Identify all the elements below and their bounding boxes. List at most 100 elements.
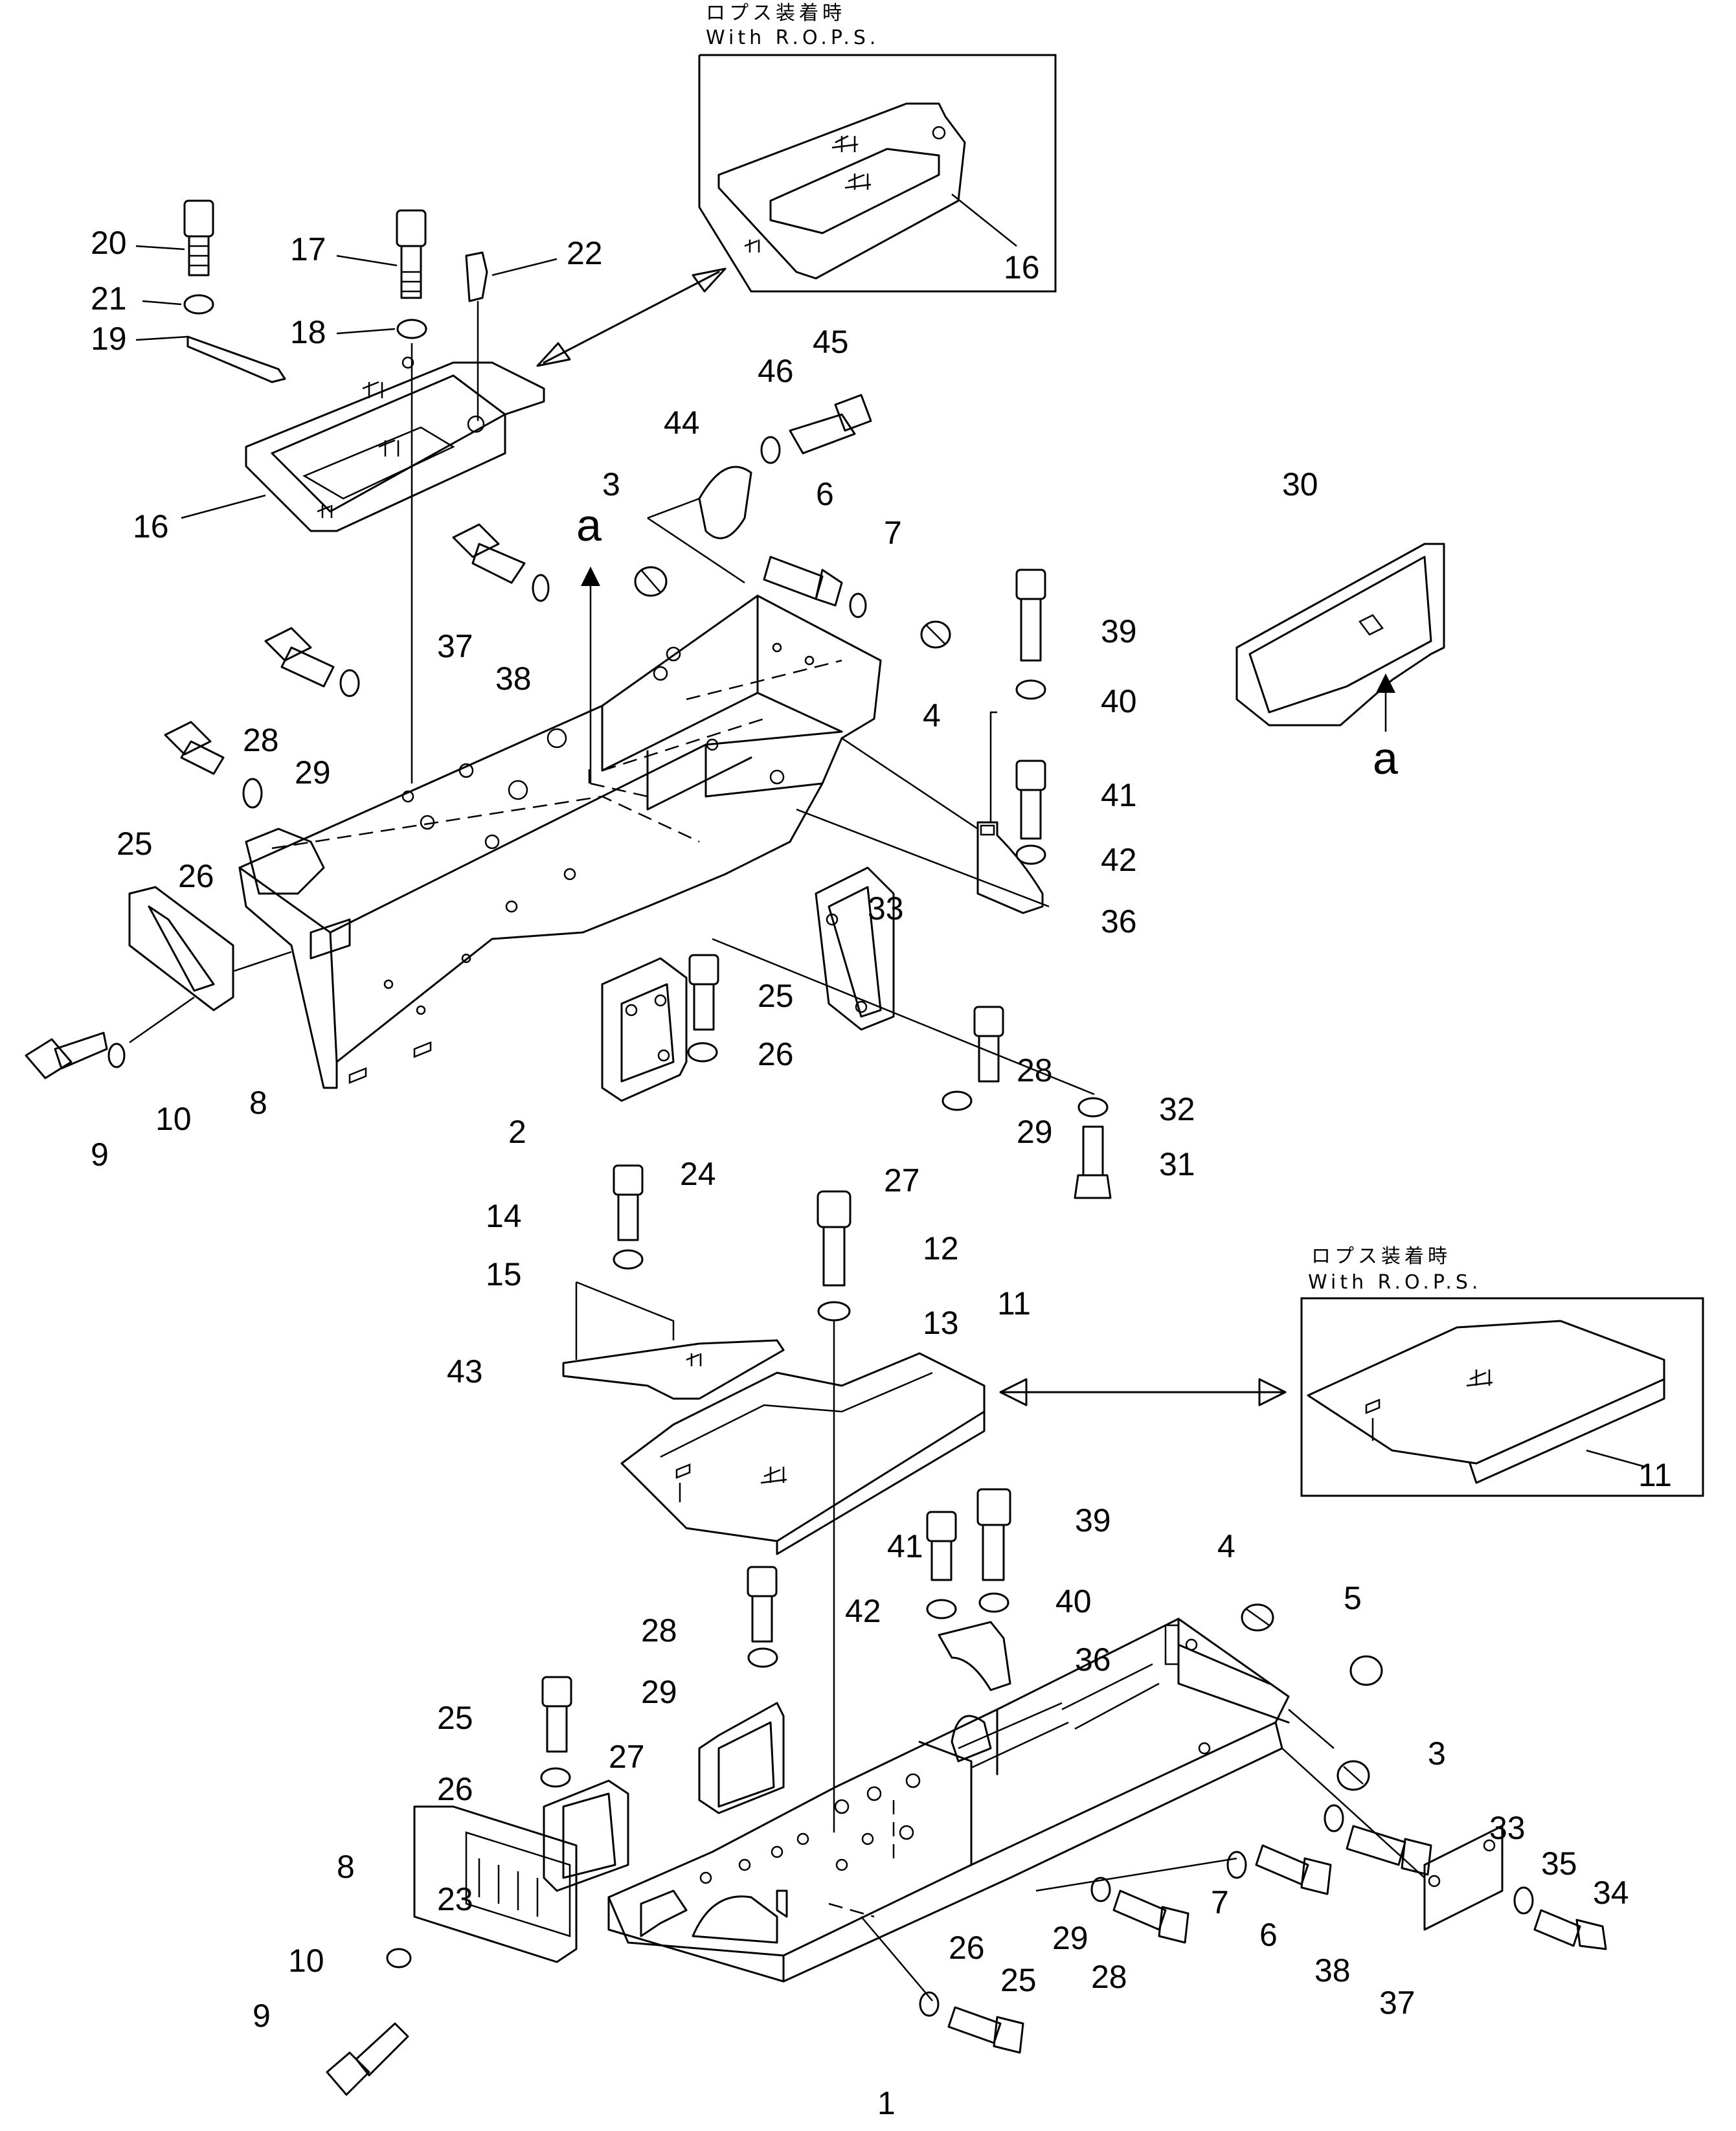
callout-28-top: 28 — [243, 722, 279, 758]
callout-11: 11 — [997, 1285, 1031, 1322]
callout-29-top: 29 — [295, 754, 331, 791]
washer-40-upper — [1015, 679, 1046, 700]
rops-inset-top: ロプス装着時 With R.O.P.S. 16 — [698, 2, 1057, 293]
view-arrow-a-left — [581, 567, 648, 798]
bracket-8-upper — [128, 886, 292, 1011]
callout-18: 18 — [290, 314, 326, 350]
plug-5-lower — [1349, 1655, 1383, 1686]
inset-top-caption-jp: ロプス装着時 — [706, 2, 846, 25]
bracket-36-lower — [938, 1621, 1011, 1691]
bracket-36-upper — [976, 821, 1044, 914]
callout-20: 20 — [91, 225, 127, 261]
washer-15 — [613, 1249, 644, 1270]
callout-28-mid: 28 — [1017, 1052, 1053, 1088]
bolt-34 — [1533, 1909, 1607, 1950]
plate-19 — [186, 335, 286, 383]
bolt-14 — [613, 1164, 644, 1241]
cover-30 — [1235, 543, 1445, 727]
callout-6-lower: 6 — [1259, 1917, 1278, 1953]
callout-10-lower: 10 — [288, 1943, 324, 1979]
washer-7-top — [849, 592, 867, 618]
bolt-17 — [396, 209, 427, 299]
callout-39-lower: 39 — [1075, 1502, 1111, 1539]
clamp-44 — [647, 466, 752, 584]
bolt-9-lower — [326, 2022, 409, 2096]
bolt-28-mid — [973, 1006, 1004, 1083]
callout-7-lower: 7 — [1211, 1884, 1229, 1921]
assembly-line-31 — [712, 938, 1095, 1096]
washer-46 — [760, 436, 781, 464]
bolt-28-lower-left — [747, 1566, 778, 1643]
plug-3-top — [634, 566, 668, 597]
bracket-23 — [543, 1779, 629, 1892]
washer-29-lower-right — [1090, 1877, 1111, 1902]
bolt-6-lower — [1255, 1844, 1332, 1895]
callout-30: 30 — [1282, 466, 1318, 502]
inset-mid-caption-en: With R.O.P.S. — [1308, 1271, 1482, 1294]
callout-3-top: 3 — [602, 466, 620, 502]
callout-29-lower-left: 29 — [641, 1674, 677, 1710]
callout-16: 16 — [133, 508, 169, 545]
plug-4-top — [920, 620, 951, 649]
washer-26-lower-left — [540, 1767, 571, 1788]
callout-25-lower-right: 25 — [1000, 1962, 1037, 1998]
view-label-a-left: a — [576, 500, 602, 550]
bolt-9-upper — [25, 1032, 108, 1079]
callout-41-upper: 41 — [1101, 777, 1137, 813]
rops-inset-mid: ロプス装着時 With R.O.P.S. 11 — [1300, 1245, 1704, 1497]
washer-26-lower-right — [919, 1991, 940, 2017]
assembly-lines-lower — [861, 1709, 1425, 2001]
callout-24: 24 — [680, 1156, 716, 1192]
washer-42-upper — [1015, 844, 1046, 865]
callout-25-mid: 25 — [758, 978, 794, 1014]
bracket-27-upper — [815, 866, 895, 1031]
callout-numbers: 20 21 19 17 18 22 16 44 46 45 3 6 7 4 37… — [91, 225, 1629, 2121]
washer-42-lower — [926, 1599, 957, 1619]
bolt-37-top — [452, 523, 526, 584]
washer-7-lower — [1226, 1851, 1247, 1879]
callout-4-lower: 4 — [1217, 1528, 1235, 1564]
upper-frame-2 — [238, 594, 882, 1089]
washer-29-top — [339, 669, 360, 697]
assembly-lines-36 — [796, 711, 1050, 908]
callout-9-upper: 9 — [91, 1136, 109, 1173]
washer-29-lower-left — [747, 1647, 778, 1668]
washer-21 — [183, 294, 214, 315]
leader-8-assembly — [129, 996, 195, 1044]
callout-9-lower: 9 — [253, 1998, 271, 2034]
callout-32: 32 — [1159, 1091, 1195, 1127]
bracket-43 — [562, 1281, 785, 1400]
bolt-31 — [1074, 1125, 1112, 1199]
callout-34: 34 — [1593, 1875, 1629, 1911]
callout-26-mid: 26 — [758, 1036, 794, 1072]
callout-8-upper: 8 — [249, 1085, 267, 1121]
callout-23: 23 — [437, 1881, 473, 1917]
callout-5-lower: 5 — [1344, 1580, 1362, 1616]
bolt-45 — [789, 394, 872, 455]
callout-46: 46 — [758, 353, 794, 389]
callout-1: 1 — [877, 2085, 896, 2121]
view-arrow-a-right — [1376, 673, 1395, 732]
callout-12: 12 — [923, 1230, 959, 1267]
callout-16-inset: 16 — [1004, 249, 1040, 286]
callout-40-upper: 40 — [1101, 683, 1137, 719]
washer-10-lower — [386, 1948, 412, 1968]
bolt-25-mid — [688, 954, 719, 1031]
callout-8-lower: 8 — [337, 1849, 355, 1885]
plug-4-lower — [1241, 1603, 1274, 1632]
callout-22: 22 — [567, 235, 603, 271]
bolt-6-top — [763, 556, 843, 607]
bracket-24 — [601, 957, 688, 1102]
callout-27-lower: 27 — [609, 1739, 645, 1775]
washer-38-lower — [1324, 1804, 1344, 1832]
washer-18 — [396, 319, 427, 339]
callout-29-mid: 29 — [1017, 1114, 1053, 1150]
callout-26-lower-right: 26 — [949, 1930, 985, 1966]
callout-33-top: 33 — [868, 890, 904, 927]
callout-39-upper: 39 — [1101, 613, 1137, 649]
callout-26-top: 26 — [178, 858, 214, 894]
callout-19: 19 — [91, 321, 127, 357]
callout-37-top: 37 — [437, 628, 473, 664]
inset-mid-caption-jp: ロプス装着時 — [1311, 1245, 1451, 1268]
